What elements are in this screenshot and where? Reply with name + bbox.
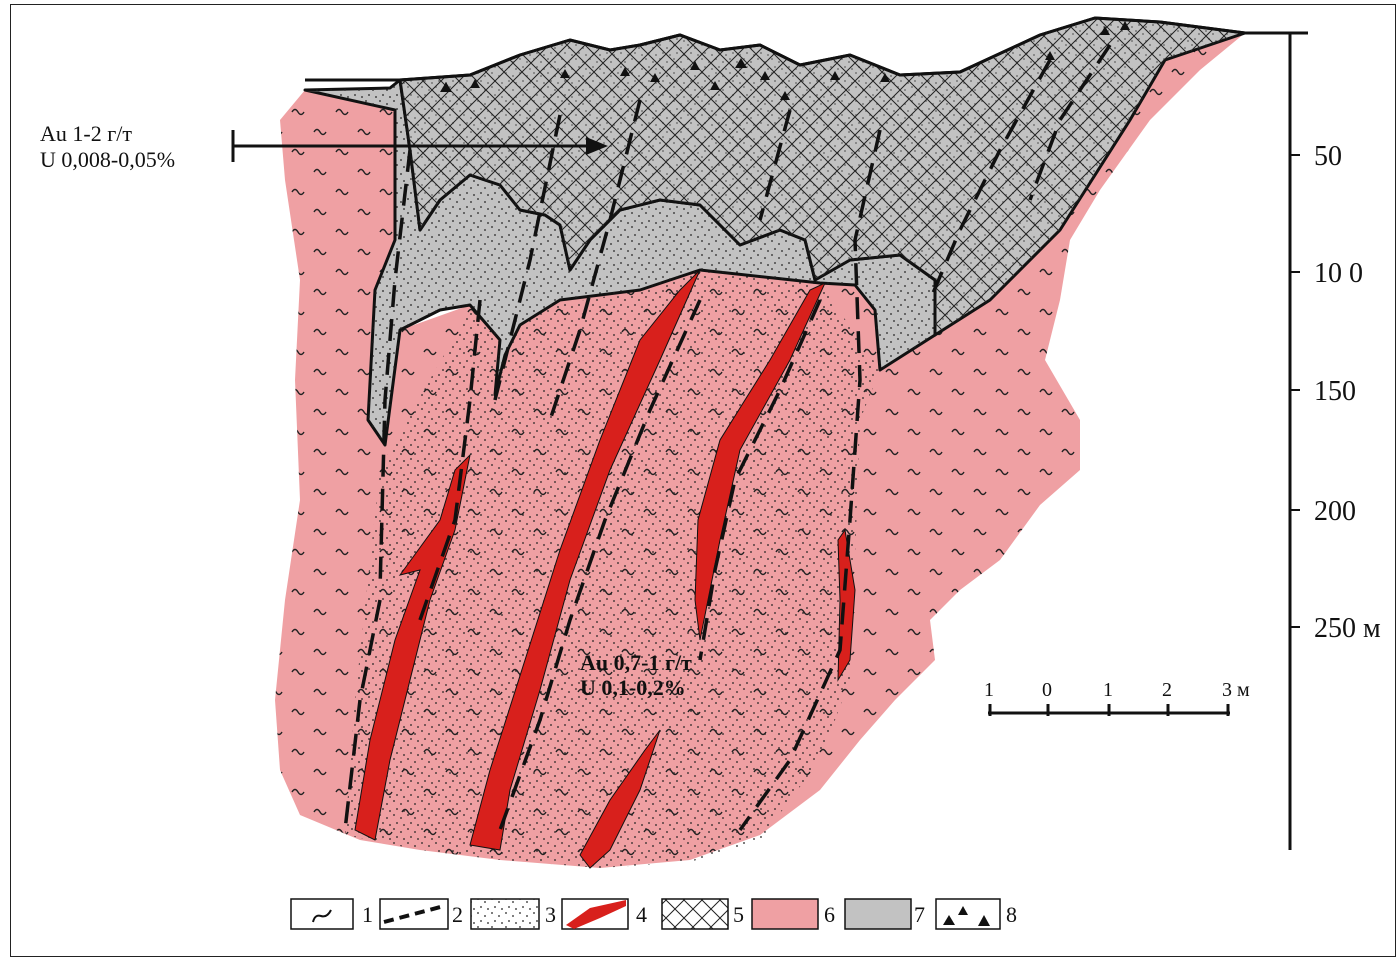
depth-tick-250: 250 м [1314,613,1381,644]
lower-annotation: Au 0,7-1 г/т U 0,1-0,2% [580,650,692,700]
depth-scale: 50 10 0 150 200 250 м [1290,33,1381,850]
legend-number-2: 2 [452,902,463,927]
bar-tick-1: 1 [1103,679,1113,701]
upper-grade-line1: Au 1-2 г/т [40,121,132,146]
legend-number-5: 5 [733,902,744,927]
lower-grade-line2: U 0,1-0,2% [580,675,686,700]
bar-tick-3m: 3 м [1222,679,1250,701]
depth-tick-200: 200 [1314,496,1356,527]
upper-grade-line2: U 0,008-0,05% [40,147,175,172]
legend-number-8: 8 [1006,902,1017,927]
bar-scale: 1 0 1 2 3 м [984,679,1250,716]
lower-grade-line1: Au 0,7-1 г/т [580,650,692,675]
depth-tick-150: 150 [1314,376,1356,407]
legend-number-1: 1 [362,902,373,927]
depth-tick-100: 10 0 [1314,258,1363,289]
bar-tick-2: 2 [1162,679,1172,701]
legend-number-4: 4 [636,902,647,927]
bar-tick-0: 0 [1042,679,1052,701]
depth-tick-50: 50 [1314,141,1342,172]
legend-swatch-5 [662,899,728,929]
legend-swatch-7 [845,899,911,929]
legend-swatch-1 [291,899,353,929]
legend: 1 2 3 4 5 6 7 8 [291,899,1017,929]
legend-swatch-3 [471,899,539,929]
legend-swatch-6 [752,899,818,929]
legend-swatch-2 [380,899,448,929]
legend-number-3: 3 [545,902,556,927]
legend-number-6: 6 [824,902,835,927]
bar-tick-1-left: 1 [984,679,994,701]
legend-number-7: 7 [914,902,925,927]
